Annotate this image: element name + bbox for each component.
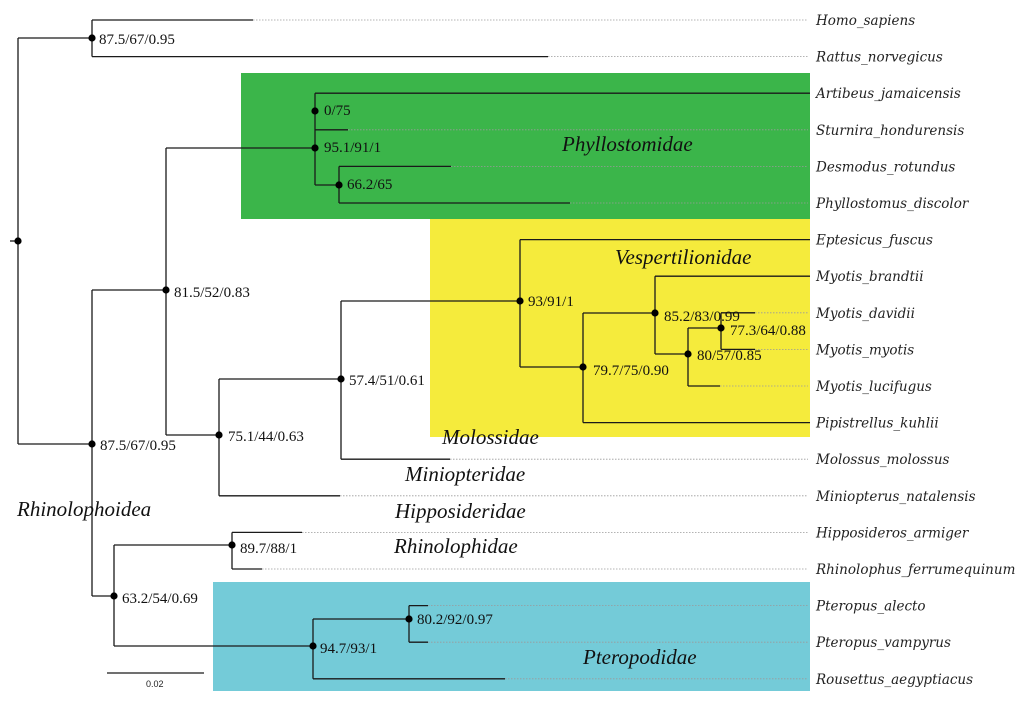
support-yinpterochiroptera: 63.2/54/0.69 — [122, 591, 198, 607]
node-marker — [405, 615, 413, 623]
taxon-label: Myotis_myotis — [815, 342, 914, 358]
clade-label-vespertilionidae: Vespertilionidae — [615, 245, 751, 269]
node-marker — [215, 431, 223, 439]
support-davidii-myotis: 77.3/64/0.88 — [730, 323, 806, 339]
node-marker — [309, 642, 317, 650]
tree-nodes — [14, 34, 725, 650]
node-marker — [684, 350, 692, 358]
support-pteropus: 80.2/92/0.97 — [417, 612, 493, 628]
clade-label-pteropodidae: Pteropodidae — [582, 645, 697, 669]
taxon-label: Hipposideros_armiger — [815, 525, 970, 541]
node-marker — [162, 286, 170, 294]
taxon-label: Miniopterus_natalensis — [815, 489, 976, 505]
taxon-label: Myotis_brandtii — [815, 269, 924, 285]
support-desmodus-phyllostomus: 66.2/65 — [347, 177, 392, 193]
taxon-leader-lines — [253, 19, 808, 680]
taxon-label: Rhinolophus_ferrumequinum — [815, 562, 1015, 578]
clade-label-rhinolophoidea: Rhinolophoidea — [16, 497, 151, 521]
support-vespertilionidae: 93/91/1 — [528, 294, 574, 310]
taxon-label: Artibeus_jamaicensis — [814, 86, 961, 102]
node-marker — [14, 237, 22, 245]
node-marker — [651, 309, 659, 317]
support-outgroup: 87.5/67/0.95 — [99, 32, 175, 48]
node-marker — [516, 297, 524, 305]
support-rhinolophoidea: 89.7/88/1 — [240, 541, 297, 557]
node-marker — [228, 541, 236, 549]
clade-label-phyllostomidae: Phyllostomidae — [561, 132, 693, 156]
taxon-label: Pipistrellus_kuhlii — [815, 416, 939, 432]
clade-label-rhinolophidae: Rhinolophidae — [393, 534, 518, 558]
node-marker — [311, 107, 319, 115]
clade-label-miniopteridae: Miniopteridae — [404, 462, 525, 486]
clade-label-hipposideridae: Hipposideridae — [394, 499, 526, 523]
support-phyllostomidae: 95.1/91/1 — [324, 140, 381, 156]
taxon-label: Sturnira_hondurensis — [816, 123, 964, 139]
taxon-label: Homo_sapiens — [815, 13, 915, 29]
scale-bar-label: 0.02 — [146, 679, 164, 689]
node-marker — [88, 440, 96, 448]
support-vesper-molossidae-minio: 75.1/44/0.63 — [228, 429, 304, 445]
taxon-label: Eptesicus_fuscus — [815, 233, 933, 249]
vespertilionidae-box — [430, 219, 810, 437]
support-myotis-inner: 80/57/0.85 — [697, 348, 762, 364]
taxon-label: Phyllostomus_discolor — [815, 196, 970, 212]
support-vesper-inner: 79.7/75/0.90 — [593, 363, 669, 379]
node-marker — [579, 363, 587, 371]
taxon-label: Desmodus_rotundus — [815, 159, 955, 175]
support-vesper-molossidae: 57.4/51/0.61 — [349, 373, 425, 389]
support-pteropodidae: 94.7/93/1 — [320, 641, 377, 657]
taxon-label: Myotis_davidii — [815, 306, 915, 322]
node-marker — [335, 181, 343, 189]
node-marker — [88, 34, 96, 42]
taxon-label: Myotis_lucifugus — [815, 379, 932, 395]
support-yangochiroptera: 81.5/52/0.83 — [174, 285, 250, 301]
node-marker — [337, 375, 345, 383]
taxon-label: Rousettus_aegyptiacus — [815, 672, 973, 688]
support-chiroptera: 87.5/67/0.95 — [100, 438, 176, 454]
clade-label-molossidae: Molossidae — [441, 425, 539, 449]
node-marker — [717, 324, 725, 332]
taxon-label: Molossus_molossus — [815, 452, 950, 468]
support-artibeus-sturnira: 0/75 — [324, 103, 351, 119]
taxon-label: Pteropus_vampyrus — [815, 635, 951, 651]
taxon-label: Rattus_norvegicus — [815, 50, 943, 66]
taxon-label: Pteropus_alecto — [815, 599, 926, 615]
phyllostomidae-box — [241, 73, 810, 219]
node-marker — [311, 144, 319, 152]
node-marker — [110, 592, 118, 600]
pteropodidae-box — [213, 582, 810, 691]
support-myotis: 85.2/83/0.99 — [664, 309, 740, 325]
taxon-labels: Homo_sapiensRattus_norvegicusArtibeus_ja… — [814, 13, 1015, 688]
